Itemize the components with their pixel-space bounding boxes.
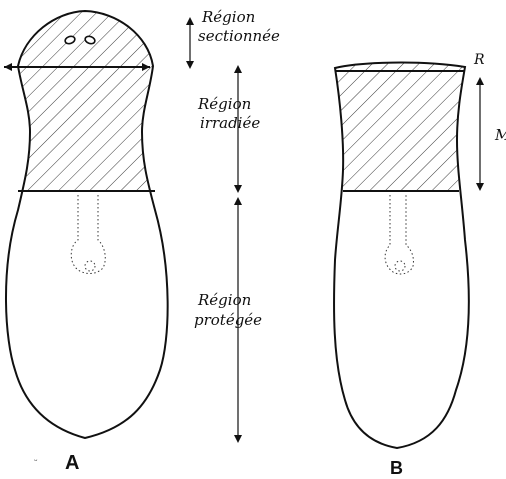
arrow-up-m <box>476 77 484 85</box>
arrow-down-irradiated <box>234 185 242 193</box>
label-protected-line2: protégée <box>194 311 262 329</box>
caption-a: A <box>65 452 79 474</box>
arrow-down-protected <box>234 435 242 443</box>
caption-b: B <box>390 458 403 478</box>
arrow-down-m <box>476 183 484 191</box>
stray-mark: ᵕ <box>34 457 38 467</box>
region-annotations: Région sectionnée Région irradiée Région… <box>186 8 280 443</box>
arrow-up-protected <box>234 197 242 205</box>
pharynx-b-opening <box>395 261 405 271</box>
pharynx-b-icon <box>385 195 413 274</box>
label-irradiated-line2: irradiée <box>200 114 260 132</box>
label-irradiated-line1: Région <box>197 95 251 113</box>
organism-b: R M <box>330 52 506 448</box>
arrow-up-irradiated <box>234 65 242 73</box>
pharynx-a-opening <box>85 261 95 271</box>
arrow-down-sectioned <box>186 61 194 69</box>
cut-mark-left <box>4 63 12 71</box>
label-sectioned-line1: Région <box>201 8 255 26</box>
hatched-region-b <box>330 60 470 191</box>
organism-a <box>0 10 170 438</box>
label-m: M <box>494 126 506 144</box>
label-protected-line1: Région <box>197 291 251 309</box>
label-r: R <box>473 52 485 68</box>
arrow-up-sectioned <box>186 17 194 25</box>
label-sectioned-line2: sectionnée <box>198 27 280 45</box>
